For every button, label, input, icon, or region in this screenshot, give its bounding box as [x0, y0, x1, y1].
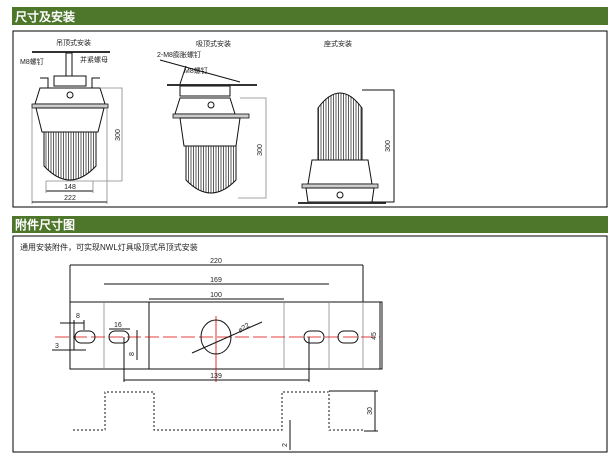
- dim-100: 100: [210, 292, 222, 299]
- pendant-height-dim: 300: [115, 129, 122, 141]
- section-header-dimensions: 尺寸及安装: [12, 7, 608, 25]
- dim-45: 45: [371, 332, 378, 340]
- accessory-description: 通用安装附件，可实现NWL灯具吸顶式吊顶式安装: [20, 242, 198, 252]
- install-panel: [12, 30, 608, 208]
- ceiling-screw-label: M8螺钉: [184, 66, 208, 75]
- dim-offset: 3: [55, 343, 59, 350]
- ceiling-lamp-drawing: 吸顶式安装 2-M8膨胀螺钉 M8螺钉 300: [157, 39, 267, 199]
- ceiling-label: 吸顶式安装: [196, 39, 231, 48]
- dim-slot-length: 16: [114, 322, 122, 329]
- section-title: 附件尺寸图: [15, 217, 75, 232]
- base-height-dim: 300: [385, 140, 392, 152]
- m8-screw-label: M8螺钉: [20, 57, 44, 66]
- dim-30: 30: [367, 407, 374, 415]
- dim-139: 139: [210, 373, 222, 380]
- bracket-plan-drawing: 220 169 100 ø22 8 3 16 8 139 45: [52, 258, 383, 382]
- dim-slot-width: 8: [76, 313, 80, 320]
- dim-hole-diameter: ø22: [237, 322, 251, 335]
- pendant-inner-width-dim: 148: [64, 184, 76, 191]
- dim-slot-height: 8: [129, 352, 136, 356]
- pendant-label: 吊顶式安装: [56, 38, 91, 47]
- accessory-panel: [12, 235, 608, 453]
- section-title: 尺寸及安装: [15, 9, 75, 24]
- ceiling-height-dim: 300: [257, 144, 264, 156]
- pendant-lamp-drawing: 吊顶式安装 M8螺钉 并紧螺母 300 148 222: [20, 38, 123, 204]
- expansion-bolt-label: 2-M8膨胀螺钉: [157, 50, 201, 59]
- dim-220: 220: [210, 258, 222, 265]
- bracket-profile-drawing: 30 2: [71, 390, 378, 450]
- lock-nut-label: 并紧螺母: [80, 55, 108, 64]
- dim-169: 169: [210, 277, 222, 284]
- base-label: 座式安装: [324, 39, 352, 48]
- base-lamp-drawing: 座式安装 300: [298, 39, 395, 204]
- dim-thickness: 2: [282, 443, 289, 447]
- pendant-outer-width-dim: 222: [64, 195, 76, 202]
- section-header-accessory: 附件尺寸图: [12, 216, 608, 233]
